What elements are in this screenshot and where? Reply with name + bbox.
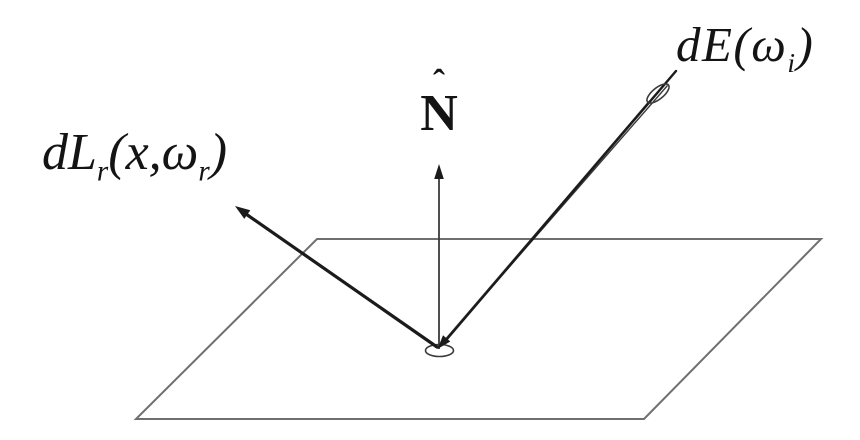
normal-letter: N: [420, 85, 458, 142]
reflected-ray-line: [244, 212, 439, 349]
reflected-radiance-omega-subscript-r: r: [198, 155, 210, 188]
reflected-radiance-label: dLr(x,ωr): [42, 124, 228, 186]
irradiance-omega-subscript-i: i: [787, 47, 797, 78]
reflected-radiance-close-paren: ): [209, 124, 228, 181]
reflected-radiance-subscript-r: r: [96, 155, 109, 188]
surface-plane: [133, 238, 824, 420]
reflected-radiance-args: (x,ω: [108, 124, 199, 181]
irradiance-label: dE(ωi): [676, 17, 815, 77]
normal-label: ˆ N: [409, 64, 469, 142]
reflected-radiance-symbol: dL: [42, 124, 97, 181]
solid-angle-ellipse: [646, 83, 670, 104]
irradiance-close-paren: ): [796, 17, 815, 72]
incident-ray-arrowhead: [437, 335, 451, 349]
incident-ray-line: [445, 69, 678, 341]
normal-vector-arrowhead: [434, 164, 444, 179]
reflected-ray-arrowhead: [235, 206, 251, 219]
irradiance-symbol: dE(ω: [676, 17, 788, 72]
